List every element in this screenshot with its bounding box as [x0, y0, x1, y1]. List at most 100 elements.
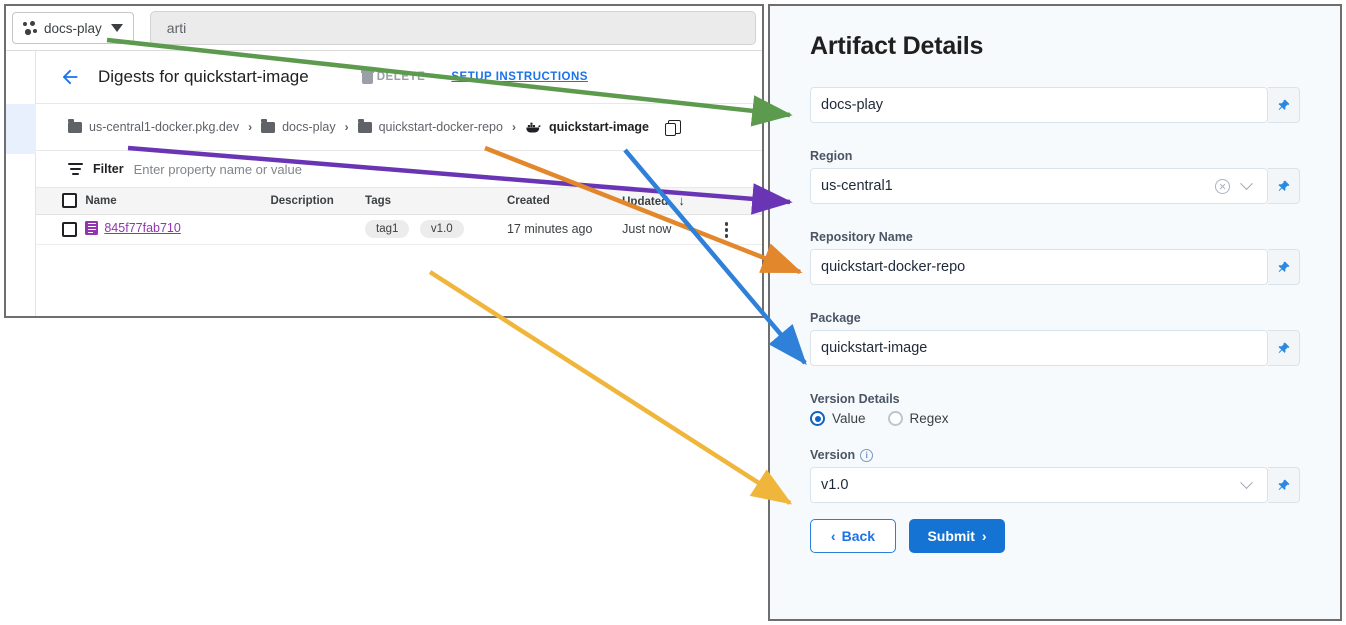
back-chevron-icon: ‹ [830, 528, 836, 544]
radio-dot-icon [887, 411, 903, 426]
column-select-all[interactable] [36, 188, 86, 215]
chevron-down-icon[interactable] [1240, 176, 1253, 190]
filter-label: Filter [93, 162, 124, 176]
radio-regex[interactable]: Regex [887, 411, 949, 426]
form-title: Artifact Details [810, 32, 984, 60]
field-version: v1.0 [810, 467, 1300, 503]
region-input[interactable]: us-central1 [810, 168, 1268, 204]
repository-name-input[interactable]: quickstart-docker-repo [810, 249, 1268, 285]
breadcrumb-separator-icon: › [344, 120, 349, 134]
delete-button[interactable]: DELETE [360, 70, 426, 84]
back-button[interactable]: ‹ Back [810, 519, 896, 553]
sort-arrow-down-icon: ↓ [678, 193, 685, 209]
row-actions-cell[interactable] [720, 214, 762, 245]
form-buttons: ‹ Back Submit › [810, 519, 1300, 553]
table-row[interactable]: 845f77fab710 tag1 v1.0 17 minutes ago Ju… [36, 214, 762, 245]
select-all-checkbox[interactable] [62, 193, 77, 209]
column-header-created[interactable]: Created [506, 188, 623, 215]
region-label: Region [810, 149, 853, 163]
column-header-tags[interactable]: Tags [365, 188, 507, 215]
back-arrow-icon[interactable] [58, 65, 82, 89]
artifact-details-panel: Artifact Details docs-play Region us-cen… [768, 4, 1342, 621]
field-region: Region us-central1 [810, 149, 1300, 204]
radio-value[interactable]: Value [810, 411, 866, 426]
breadcrumb: us-central1-docker.pkg.dev › docs-play ›… [36, 104, 762, 151]
breadcrumb-item-registry[interactable]: us-central1-docker.pkg.dev [68, 118, 239, 134]
project-selector[interactable]: docs-play [12, 12, 134, 44]
search-input[interactable]: arti [149, 11, 756, 45]
clear-icon[interactable] [1215, 178, 1230, 194]
pin-package-button[interactable] [1268, 330, 1300, 366]
pin-icon [1278, 479, 1290, 490]
version-details-label: Version Details [810, 392, 900, 406]
version-label-row: Version i [810, 448, 1300, 462]
version-label: Version [810, 448, 856, 462]
setup-instructions-link[interactable]: SETUP INSTRUCTIONS [451, 71, 588, 83]
digest-link[interactable]: 845f77fab710 [85, 220, 181, 235]
breadcrumb-label: quickstart-docker-repo [378, 120, 503, 134]
page-actions: DELETE SETUP INSTRUCTIONS [360, 70, 588, 84]
repository-name-label: Repository Name [810, 230, 913, 244]
breadcrumb-item-project[interactable]: docs-play [261, 118, 336, 134]
artifact-details-form: Artifact Details docs-play Region us-cen… [770, 6, 1340, 553]
tag-chip[interactable]: tag1 [365, 220, 410, 238]
pin-project-button[interactable] [1268, 87, 1300, 123]
package-input-value: quickstart-image [821, 340, 928, 356]
row-checkbox[interactable] [62, 221, 77, 237]
left-nav-rail[interactable] [6, 51, 36, 316]
filter-icon [68, 163, 83, 175]
tag-chip[interactable]: v1.0 [419, 220, 464, 238]
breadcrumb-label: quickstart-image [548, 120, 649, 134]
copy-icon[interactable] [664, 119, 681, 136]
pin-region-button[interactable] [1268, 168, 1300, 204]
radio-dot-icon [810, 411, 825, 426]
chevron-down-icon[interactable] [1240, 475, 1253, 489]
filter-input[interactable]: Enter property name or value [133, 161, 302, 177]
digest-link-label: 845f77fab710 [104, 220, 181, 235]
row-updated-cell: Just now [622, 214, 721, 245]
region-input-value: us-central1 [821, 178, 893, 194]
breadcrumb-separator-icon: › [248, 120, 253, 134]
repository-name-input-value: quickstart-docker-repo [821, 259, 966, 275]
breadcrumb-item-repository[interactable]: quickstart-docker-repo [357, 118, 503, 134]
back-button-label: Back [841, 528, 876, 544]
version-details-radio-group: Value Regex [810, 411, 1300, 426]
search-input-value: arti [166, 20, 187, 36]
breadcrumb-item-image[interactable]: quickstart-image [525, 120, 649, 134]
pin-icon [1278, 99, 1290, 110]
row-name-cell: 845f77fab710 [85, 214, 271, 245]
digest-doc-icon [85, 220, 99, 235]
info-icon[interactable]: i [860, 448, 874, 462]
submit-button-label: Submit [927, 528, 975, 544]
chevron-down-icon [110, 24, 123, 32]
console-body: Digests for quickstart-image DELETE SETU… [6, 51, 762, 316]
breadcrumb-label: docs-play [282, 120, 336, 134]
digests-table: Name Description Tags Created Updated ↓ [36, 188, 762, 245]
project-input[interactable]: docs-play [810, 87, 1268, 123]
pin-repository-name-button[interactable] [1268, 249, 1300, 285]
package-label: Package [810, 311, 861, 325]
radio-value-label: Value [832, 411, 866, 426]
field-repository-name: Repository Name quickstart-docker-repo [810, 230, 1300, 285]
column-header-name[interactable]: Name [85, 188, 271, 215]
folder-icon [68, 118, 82, 133]
browser-chrome-bar: docs-play arti [6, 6, 762, 51]
submit-chevron-icon: › [981, 528, 987, 544]
row-tags-cell: tag1 v1.0 [365, 214, 507, 245]
version-input[interactable]: v1.0 [810, 467, 1268, 503]
column-header-updated[interactable]: Updated ↓ [622, 188, 721, 215]
folder-icon [261, 118, 276, 133]
submit-button[interactable]: Submit › [909, 519, 1005, 553]
project-input-value: docs-play [821, 97, 884, 113]
row-select-cell[interactable] [36, 214, 86, 245]
pin-icon [1278, 342, 1290, 353]
package-input[interactable]: quickstart-image [810, 330, 1268, 366]
pin-version-button[interactable] [1268, 467, 1300, 503]
pin-icon [1278, 261, 1290, 272]
breadcrumb-separator-icon: › [511, 120, 516, 134]
pin-icon [1278, 180, 1290, 191]
nav-rail-active-indicator [6, 104, 36, 154]
gcp-dots-icon [23, 21, 37, 35]
column-header-description[interactable]: Description [270, 188, 366, 215]
